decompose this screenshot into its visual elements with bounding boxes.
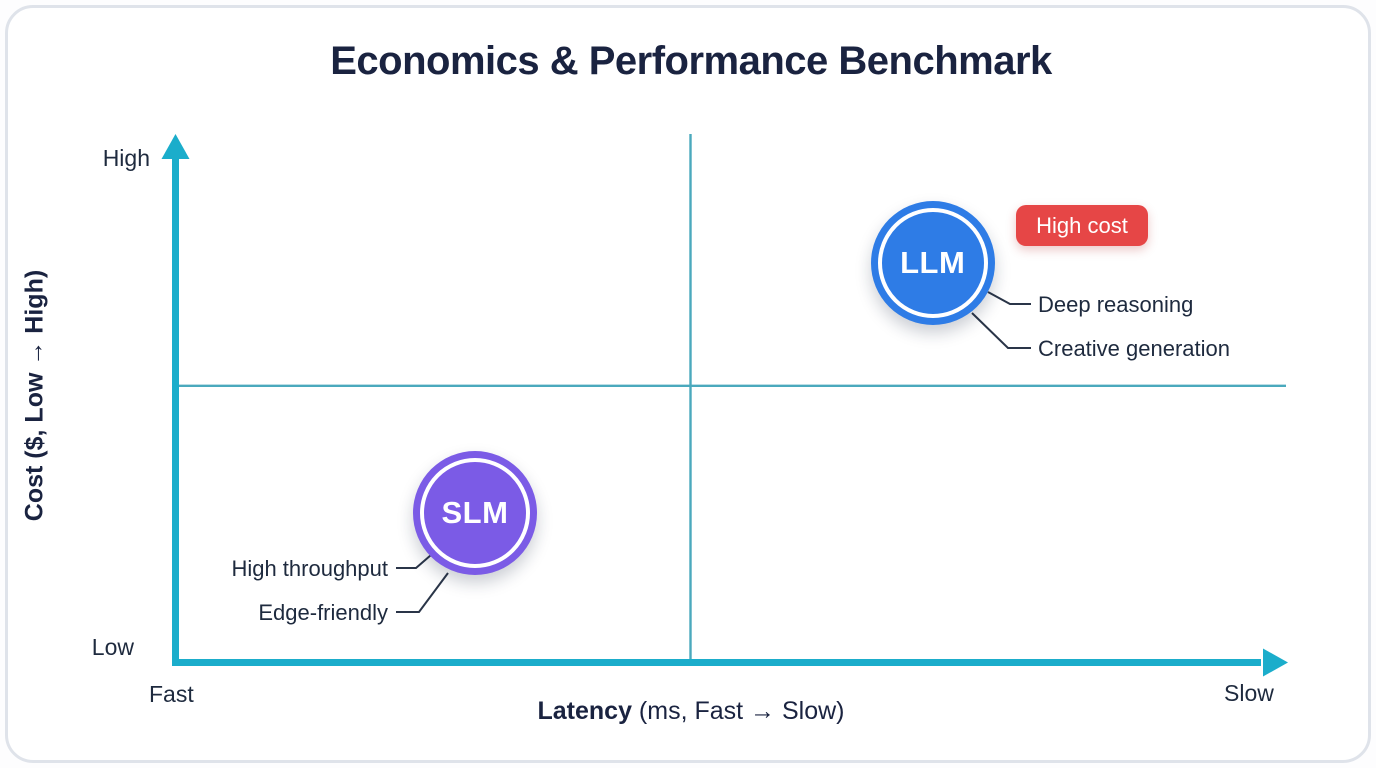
chart-stage: Economics & Performance Benchmark High L… <box>8 8 1368 760</box>
x-axis-arrow-icon <box>1263 648 1288 677</box>
point-slm-label: SLM <box>441 494 509 530</box>
y-axis-high-label: High <box>102 145 150 171</box>
slm-connector-high-throughput <box>396 554 432 569</box>
llm-annotation-creative-generation: Creative generation <box>1038 336 1231 361</box>
llm-connector-deep-reasoning <box>987 291 1031 305</box>
y-axis-arrow-icon <box>161 134 190 159</box>
x-axis-fast-label: Fast <box>149 681 194 707</box>
y-axis-title: Cost ($, Low → High) <box>20 269 49 522</box>
chart-card: Economics & Performance Benchmark High L… <box>5 5 1371 763</box>
slm-annotation-high-throughput: High throughput <box>231 556 388 581</box>
point-slm: SLM <box>412 450 537 575</box>
chart-title: Economics & Performance Benchmark <box>330 39 1052 83</box>
x-axis-title: Latency (ms, Fast → Slow) <box>8 697 1368 726</box>
x-axis-title-bold: Latency <box>537 697 632 725</box>
x-axis-title-rest: (ms, Fast → Slow) <box>631 697 845 725</box>
x-axis-slow-label: Slow <box>1224 680 1274 706</box>
point-llm-label: LLM <box>900 244 966 280</box>
high-cost-badge: High cost <box>1016 205 1148 246</box>
slm-connector-edge-friendly <box>396 572 449 613</box>
llm-annotation-deep-reasoning: Deep reasoning <box>1038 292 1194 317</box>
slm-annotation-edge-friendly: Edge-friendly <box>258 600 388 625</box>
chart-canvas <box>161 134 1288 677</box>
llm-connector-creative-generation <box>971 312 1031 349</box>
point-llm-ring <box>877 207 988 318</box>
point-llm: LLM <box>870 200 995 325</box>
point-slm-ring <box>419 457 530 568</box>
y-axis-low-label: Low <box>91 634 134 660</box>
